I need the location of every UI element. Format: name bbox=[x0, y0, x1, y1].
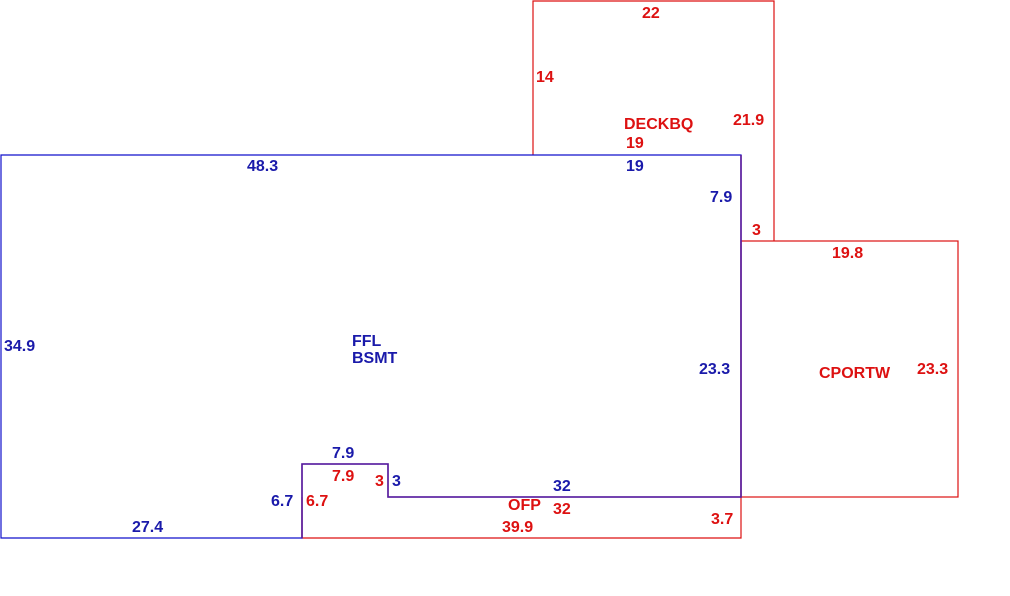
deck-area-label: DECKBQ bbox=[624, 116, 693, 133]
dim-main-notch-right: 3 bbox=[392, 473, 401, 490]
deck-outline bbox=[532, 0, 775, 241]
dim-main-top-segment: 19 bbox=[626, 158, 644, 175]
dim-porch-left: 6.7 bbox=[306, 493, 328, 510]
main-area-label-ffl: FFL bbox=[352, 333, 382, 350]
dim-main-left: 34.9 bbox=[4, 338, 35, 355]
dim-main-bottom-right: 32 bbox=[553, 478, 571, 495]
dim-porch-notch-top: 7.9 bbox=[332, 468, 354, 485]
dim-deck-left: 14 bbox=[536, 69, 554, 86]
dim-deck-top: 22 bbox=[642, 5, 660, 22]
porch-area-label: OFP bbox=[508, 497, 541, 514]
dim-carport-top: 19.8 bbox=[832, 245, 863, 262]
dim-main-notch-top: 7.9 bbox=[332, 445, 354, 462]
main-area-label-bsmt: BSMT bbox=[352, 350, 398, 367]
dim-porch-notch-right: 3 bbox=[375, 473, 384, 490]
dim-main-right-lower: 23.3 bbox=[699, 361, 730, 378]
dim-main-top: 48.3 bbox=[247, 158, 278, 175]
dim-porch-bottom: 39.9 bbox=[502, 519, 533, 536]
dim-deck-bottom: 19 bbox=[626, 135, 644, 152]
shared-wall-porch bbox=[301, 155, 742, 538]
carport-area-label: CPORTW bbox=[819, 365, 891, 382]
dim-deck-step: 3 bbox=[752, 222, 761, 239]
dim-porch-right: 3.7 bbox=[711, 511, 733, 528]
dim-main-bottom: 27.4 bbox=[132, 519, 163, 536]
dim-main-right-upper: 7.9 bbox=[710, 189, 732, 206]
dim-porch-top: 32 bbox=[553, 501, 571, 518]
dim-carport-right: 23.3 bbox=[917, 361, 948, 378]
dim-main-notch-left: 6.7 bbox=[271, 493, 293, 510]
dim-deck-right: 21.9 bbox=[733, 112, 764, 129]
